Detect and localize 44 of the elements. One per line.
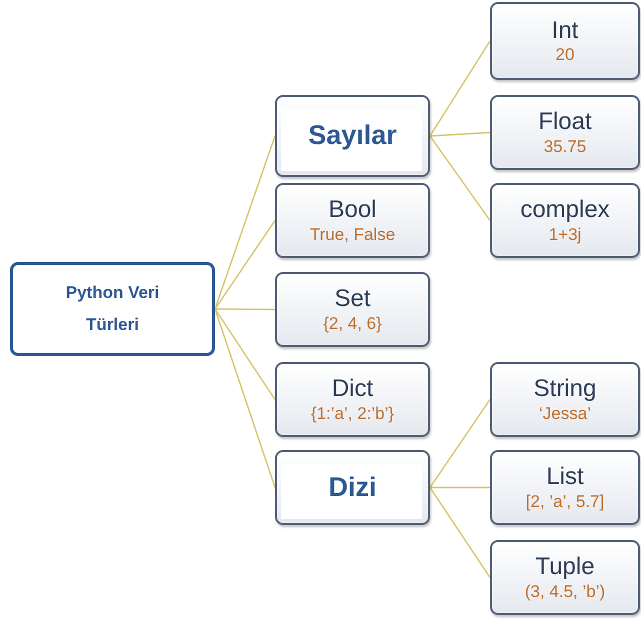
category-title: Sayılar (308, 119, 397, 152)
type-name: Tuple (535, 553, 595, 581)
connector-line (430, 132, 490, 137)
category-box (275, 450, 430, 525)
type-box (490, 450, 640, 525)
type-name: String (534, 375, 596, 403)
example-value: {1:’a’, 2:’b’} (310, 402, 394, 424)
connector-line (429, 487, 491, 578)
root-box (10, 262, 215, 356)
type-name: complex (520, 196, 610, 224)
connector-line (430, 486, 490, 488)
root-title: Python Veri Türleri (64, 282, 160, 336)
type-box (275, 183, 430, 258)
type-box (490, 362, 640, 437)
example-value: [2, ’a’, 5.7] (526, 490, 604, 512)
example-value: ‘Jessa’ (539, 402, 591, 424)
category-box (275, 95, 430, 177)
example-value: 35.75 (544, 136, 586, 157)
type-box (490, 183, 640, 258)
example-value: 1+3j (548, 224, 582, 245)
type-box (275, 272, 430, 347)
example-value: 20 (556, 44, 574, 66)
connector-line (214, 308, 276, 488)
type-name: List (546, 463, 584, 491)
type-name: Dict (332, 375, 374, 403)
connector-line (214, 136, 276, 310)
example-value: (3, 4.5, ’b’) (524, 580, 606, 602)
category-title: Dizi (328, 470, 376, 504)
type-box (490, 540, 640, 615)
type-name: Float (538, 108, 592, 136)
connector-line (214, 308, 276, 400)
type-name: Int (552, 16, 578, 44)
type-box (490, 95, 640, 170)
type-box (275, 362, 430, 437)
type-name: Bool (328, 196, 377, 224)
connector-line (429, 136, 491, 221)
connector-line (429, 40, 491, 136)
connector-line (214, 220, 276, 310)
type-name: Set (334, 285, 371, 313)
example-value: {2, 4, 6} (323, 312, 382, 334)
connector-line (429, 399, 491, 488)
example-value: True, False (310, 224, 396, 245)
connector-line (215, 308, 275, 310)
type-box (490, 2, 640, 80)
